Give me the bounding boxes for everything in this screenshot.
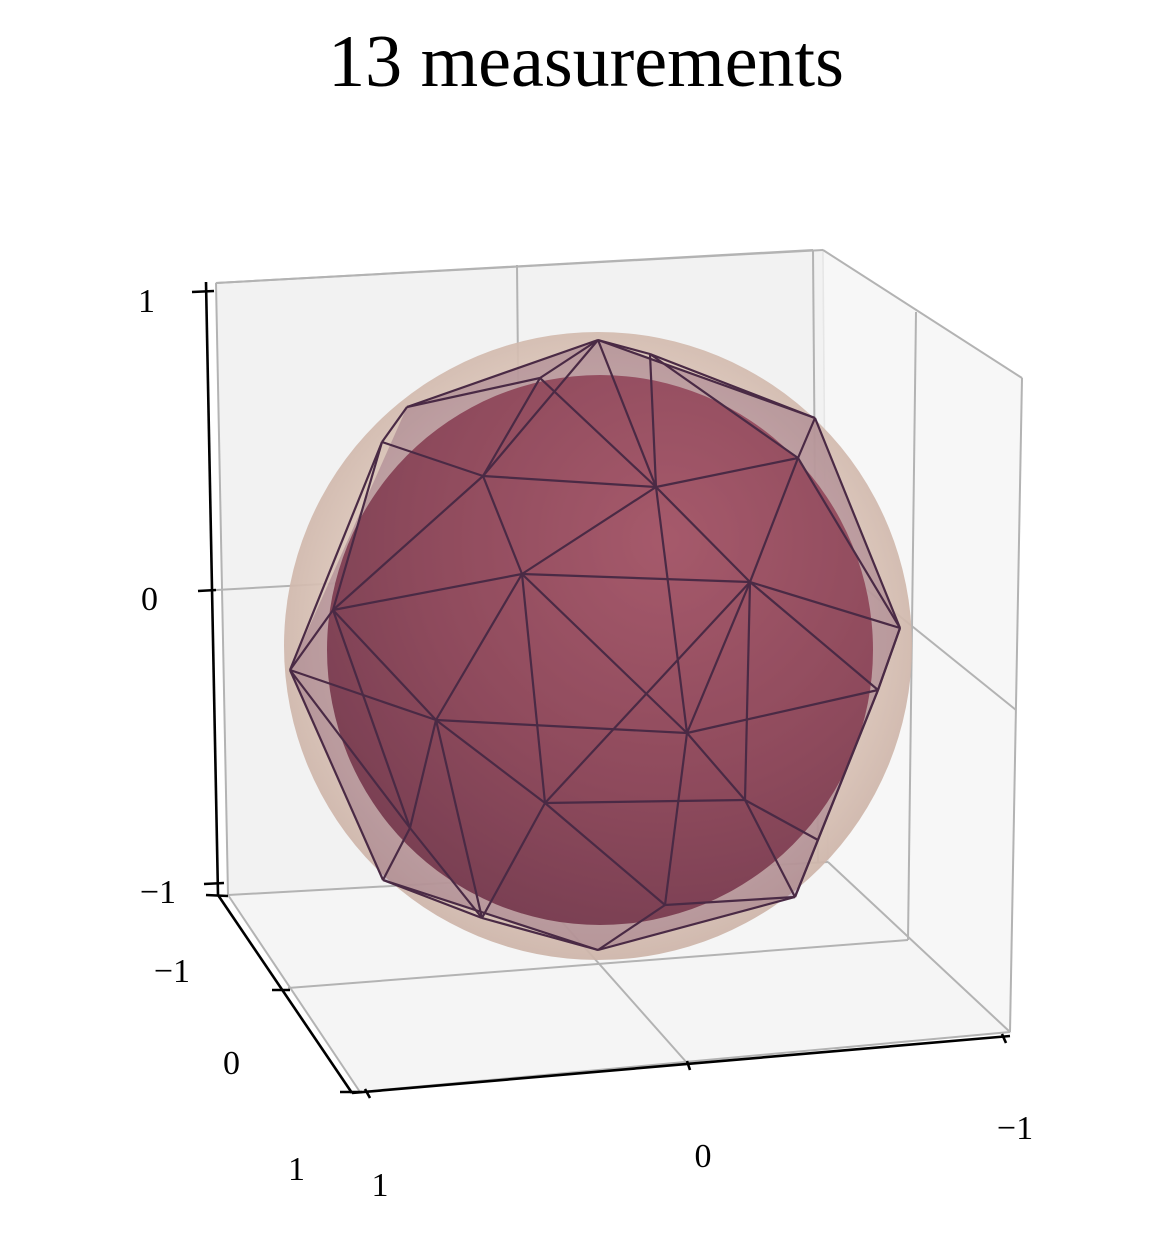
polytope-edge bbox=[648, 353, 658, 488]
polytope-edge bbox=[406, 376, 541, 409]
polytope-edge bbox=[408, 719, 438, 829]
polytope-edge bbox=[664, 895, 796, 907]
x-tick-label: −1 bbox=[997, 1110, 1033, 1147]
polytope-edge bbox=[743, 581, 752, 801]
polytope-edge bbox=[381, 440, 484, 478]
polytope-edge bbox=[521, 573, 688, 734]
polytope-edge bbox=[793, 839, 820, 898]
polytope-edge bbox=[382, 827, 411, 881]
polytope-edge bbox=[655, 486, 751, 583]
polytope-edge bbox=[685, 581, 752, 734]
grid-line bbox=[822, 249, 1023, 379]
polytope-edge bbox=[482, 339, 599, 477]
grid-line bbox=[287, 939, 909, 989]
polytope-edge bbox=[876, 627, 902, 691]
axis-ticks bbox=[191, 289, 1008, 1099]
x-tick bbox=[685, 1060, 692, 1071]
grid-line bbox=[215, 249, 814, 284]
polytope-edge bbox=[544, 802, 666, 906]
polytope-wireframe bbox=[288, 338, 902, 952]
polytope-edge bbox=[481, 802, 546, 919]
z-tick bbox=[191, 289, 215, 294]
z-tick bbox=[203, 881, 225, 886]
polytope-edge bbox=[521, 486, 657, 575]
x-tick-label: 0 bbox=[695, 1138, 712, 1175]
y-tick-label: 1 bbox=[288, 1151, 305, 1188]
polytope-edge bbox=[382, 878, 599, 952]
polytope-edge bbox=[686, 732, 746, 801]
polytope-edge bbox=[649, 353, 799, 459]
grid-line bbox=[907, 311, 917, 941]
polytope-edge bbox=[332, 475, 484, 611]
polytope-edge bbox=[686, 688, 879, 735]
polytope-edge bbox=[381, 406, 408, 443]
polytope-edge bbox=[796, 417, 817, 459]
y-tick bbox=[205, 893, 229, 898]
z-tick-label: 1 bbox=[138, 283, 155, 320]
polytope-edge bbox=[331, 609, 412, 829]
polytope-edge bbox=[597, 904, 666, 951]
x-axis-line bbox=[351, 1034, 1011, 1095]
chart-title: 13 measurements bbox=[328, 21, 844, 103]
polytope-edge bbox=[288, 441, 384, 671]
polytope-edge bbox=[332, 609, 437, 721]
polytope-edge bbox=[544, 798, 746, 805]
polytope-edge bbox=[482, 377, 541, 477]
polytope-edge bbox=[482, 474, 657, 489]
polytope-edge bbox=[288, 669, 385, 881]
polytope-edge bbox=[539, 339, 599, 379]
x-tick bbox=[1000, 1033, 1008, 1044]
grid-line bbox=[227, 894, 361, 1093]
axis-lines bbox=[204, 281, 1011, 1095]
polytope-edge bbox=[748, 457, 800, 583]
polytope-edge bbox=[749, 581, 879, 691]
polytope-edge bbox=[434, 719, 484, 919]
polytope-edge bbox=[406, 338, 599, 409]
y-tick-label: −1 bbox=[154, 953, 190, 990]
polytope-edge bbox=[744, 799, 819, 841]
polytope-edge bbox=[663, 732, 689, 906]
z-tick bbox=[197, 588, 217, 593]
polytope-edge bbox=[481, 916, 599, 952]
polytope-edge bbox=[649, 352, 816, 420]
polytope-edge bbox=[797, 457, 901, 629]
x-tick bbox=[363, 1088, 372, 1099]
polytope-edge bbox=[655, 456, 799, 489]
y-tick-label: 0 bbox=[223, 1045, 240, 1082]
polytope-edge bbox=[435, 718, 688, 735]
grid-line bbox=[827, 861, 1011, 1033]
polytope-edge bbox=[481, 475, 524, 575]
polytope-edge bbox=[539, 377, 657, 488]
polytope-edge bbox=[744, 799, 796, 898]
polytope-edge bbox=[813, 417, 902, 629]
polytope-edge bbox=[289, 609, 334, 671]
polytope-edge bbox=[749, 580, 901, 630]
polytope-edge bbox=[435, 719, 546, 804]
polytope-edge bbox=[521, 572, 751, 584]
polytope-edge bbox=[435, 573, 523, 721]
polytope-edge bbox=[596, 339, 658, 488]
polytope-edge bbox=[544, 581, 751, 804]
polytope-edge bbox=[654, 486, 689, 734]
tick-labels: 1 0 −1 −1 0 1 1 0 −1 bbox=[138, 283, 1033, 1204]
polytope-edge bbox=[597, 895, 796, 952]
x-tick-label: 1 bbox=[372, 1167, 389, 1204]
y-axis-line bbox=[216, 894, 354, 1094]
polytope-edge bbox=[332, 572, 523, 612]
polytope-edge bbox=[409, 827, 483, 919]
z-axis-line bbox=[204, 281, 220, 896]
polytope-edge bbox=[289, 669, 411, 829]
polytope-edge bbox=[520, 573, 547, 804]
polytope-edge bbox=[331, 441, 384, 611]
grid-line bbox=[1009, 377, 1023, 1033]
z-tick-label: 0 bbox=[141, 581, 158, 618]
z-tick-label: −1 bbox=[140, 874, 176, 911]
